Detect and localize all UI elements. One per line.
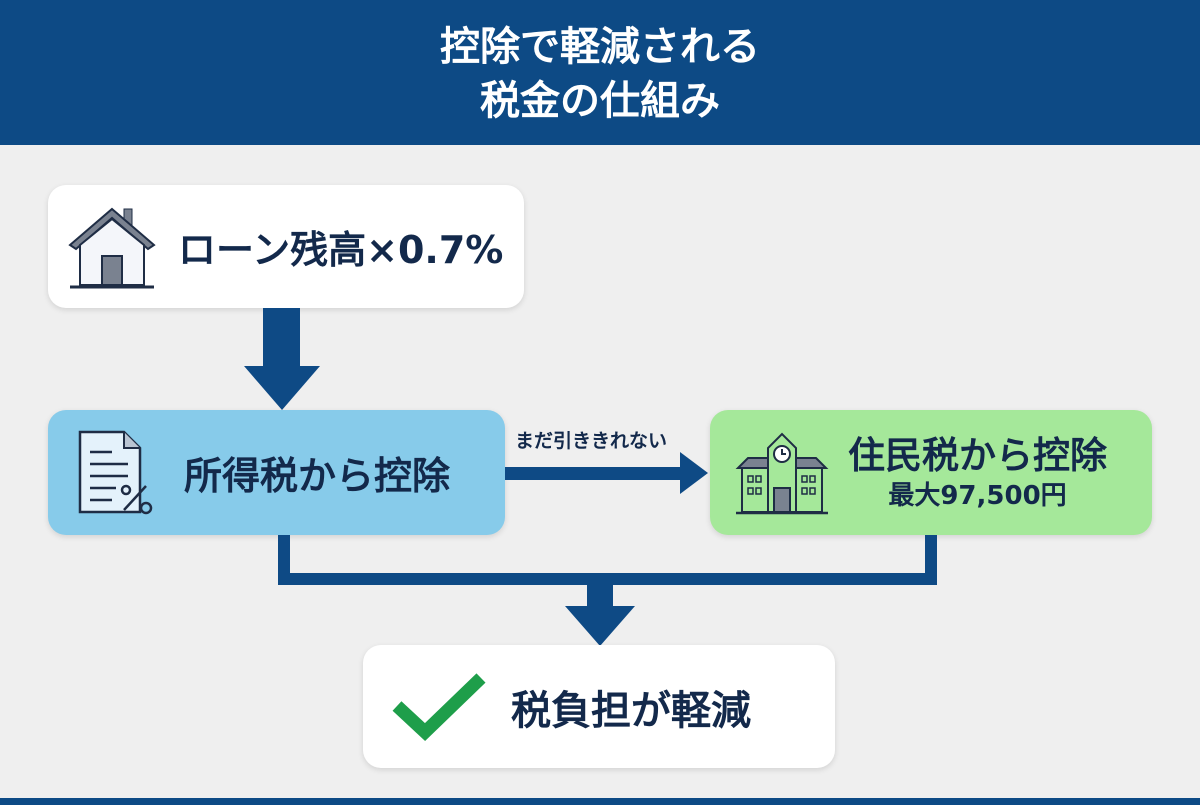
- resident-tax-max-amount: 最大97,500円: [888, 480, 1067, 511]
- document-percent-icon: [78, 430, 153, 514]
- building-clock-icon: [735, 432, 829, 514]
- arrow-to-result-shaft: [587, 585, 613, 609]
- income-to-resident-label: まだ引ききれない: [515, 430, 668, 452]
- arrow-income-to-resident-head: [680, 452, 708, 494]
- arrow-loan-to-income-shaft: [263, 308, 300, 368]
- income-tax-label: 所得税から控除: [184, 454, 451, 498]
- checkmark-icon: [392, 672, 486, 741]
- loan-label: ローン残高×0.7%: [178, 228, 504, 272]
- arrow-income-to-resident-shaft: [505, 467, 683, 480]
- connector-income-down: [278, 535, 290, 585]
- income-tax-node: 所得税から控除: [48, 410, 505, 535]
- resident-tax-label: 住民税から控除: [848, 433, 1107, 477]
- footer-bar: [0, 798, 1200, 805]
- resident-tax-node: 住民税から控除 最大97,500円: [710, 410, 1152, 535]
- connector-resident-down: [925, 535, 937, 585]
- connector-horizontal: [278, 573, 937, 585]
- title-line-2: 税金の仕組み: [480, 78, 720, 124]
- page-title: 控除で軽減される 税金の仕組み: [0, 0, 1200, 145]
- result-node: 税負担が軽減: [363, 645, 835, 768]
- arrow-to-result-head: [565, 606, 635, 646]
- arrow-loan-to-income-head: [244, 366, 320, 410]
- house-icon: [68, 207, 156, 288]
- result-label: 税負担が軽減: [511, 687, 751, 734]
- title-line-1: 控除で軽減される: [440, 24, 760, 70]
- loan-node: ローン残高×0.7%: [48, 185, 524, 308]
